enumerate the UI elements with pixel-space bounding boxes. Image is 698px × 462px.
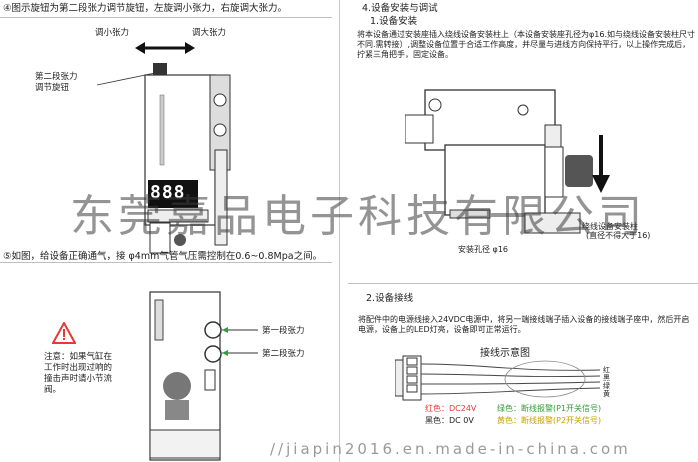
wiring-title: 接线示意图 [480,348,530,359]
down-arrow-icon [592,135,610,193]
wire-color-green: 绿 [603,382,610,390]
step5-text: ⑤如图，给设备正确通气，接 φ4mm气管气压需控制在0.6~0.8Mpa之间。 [3,251,323,262]
legend-green: 绿色：断线报警(P1开关信号) [497,404,602,413]
air-inlet-device-drawing [149,291,222,461]
legend-red: 红色：DC24V [425,404,477,413]
display-digits: 888 [150,182,186,203]
mount-post-note: (直径不得大于16) [586,231,651,240]
wire-color-labels: 红 黑 绿 黄 [603,366,610,398]
tension-stage2-label: 第二段张力 [262,349,305,359]
knob-decrease-label: 调小张力 [95,28,130,38]
knob-increase-label: 调大张力 [192,28,227,38]
wire-color-yellow: 黄 [603,390,610,398]
wire-color-red: 红 [603,366,610,374]
double-arrow-icon [135,42,195,54]
wire-color-black: 黑 [603,374,610,382]
section2-title: 2.设备接线 [366,293,414,304]
section2-body: 将配件中的电源线接入24VDC电源中，将另一端接线端子插入设备的接线端子座中，然… [358,315,690,334]
section4-body: 将本设备通过安装座插入绕线设备安装柱上（本设备安装座孔径为φ16.如与绕线设备安… [357,30,695,59]
mid-rule-right [348,283,698,284]
tension-device-drawing [96,63,231,254]
warning-note: 注意：如果气缸在工作时出现过响的撞击声时请小节流阀。 [44,352,113,395]
tension-stage1-label: 第一段张力 [262,326,305,336]
knob-label: 第二段张力 调节旋钮 [35,72,78,93]
mount-post-label: 绕线设备安装柱 [582,222,638,231]
watermark: 东莞嘉品电子科技有限公司 [70,191,646,242]
legend-yellow: 黄色：断线报警(P2开关信号) [497,416,602,425]
footer-url: //jiapin2016.en.made-in-china.com [270,440,631,458]
section4-title: 4.设备安装与调试 [362,3,438,14]
legend-black: 黑色：DC 0V [425,416,474,425]
mid-rule-left [0,262,332,263]
section4-subtitle: 1.设备安装 [370,16,418,27]
mount-hole-label: 安装孔径 φ16 [458,245,508,254]
top-rule-left [0,17,332,18]
step4-text: ④图示旋钮为第二段张力调节旋钮，左旋调小张力，右旋调大张力。 [3,3,288,14]
column-divider [339,0,340,462]
wiring-diagram [395,355,601,401]
warning-icon [52,322,76,344]
tension-arrows [222,327,258,356]
mounting-drawing [405,89,593,234]
